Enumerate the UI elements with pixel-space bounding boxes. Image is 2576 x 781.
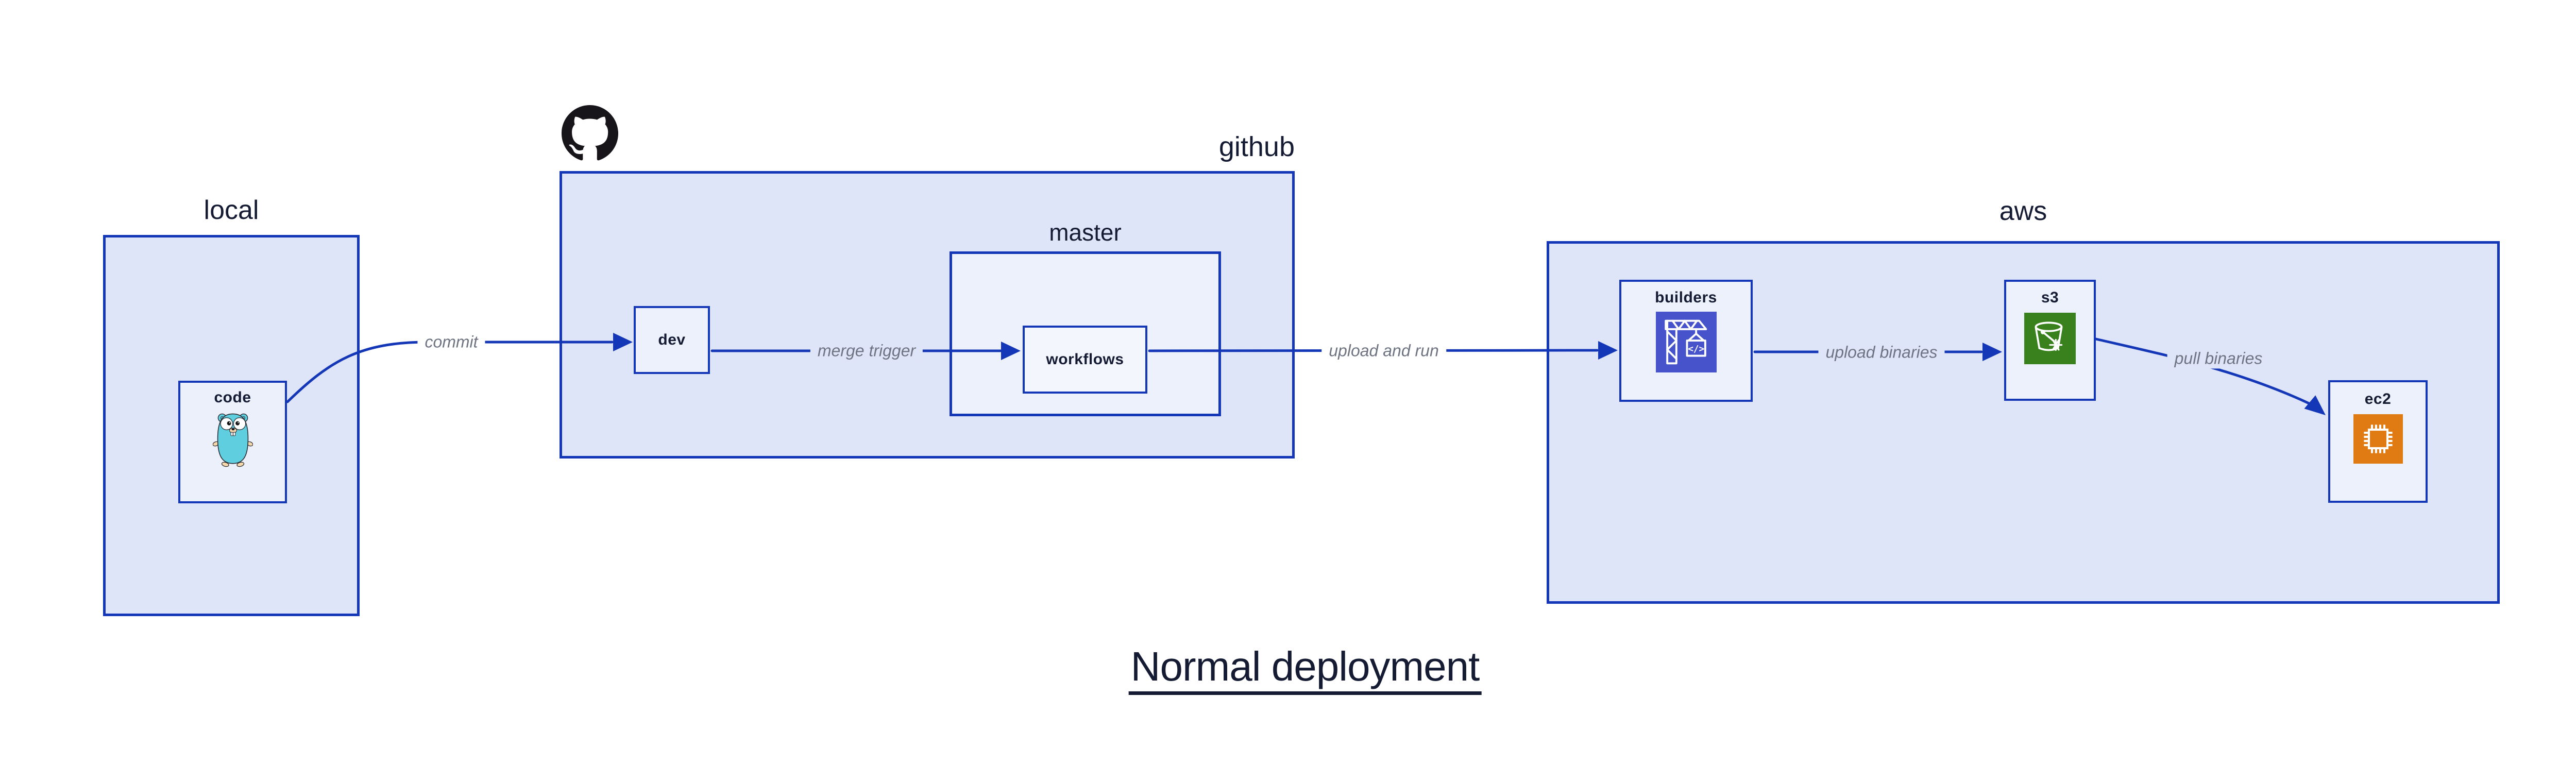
workflows-node[interactable]: workflows — [1023, 326, 1147, 394]
ec2-node[interactable]: ec2 — [2328, 380, 2428, 503]
workflows-node-label: workflows — [1046, 351, 1124, 368]
aws-s3-bucket-icon — [2024, 313, 2076, 364]
aws-codebuild-icon: </> — [1655, 312, 1717, 372]
s3-node-label: s3 — [2041, 289, 2059, 306]
pull-binaries-edge-label: pull binaries — [2167, 348, 2270, 369]
builders-node-label: builders — [1655, 289, 1717, 306]
diagram-title: Normal deployment — [1128, 643, 1482, 695]
commit-edge-label: commit — [417, 332, 485, 352]
dev-node-label: dev — [658, 331, 686, 348]
upload-binaries-edge-label: upload binaries — [1818, 342, 1945, 363]
upload-and-run-edge-label: upload and run — [1321, 341, 1446, 361]
aws-ec2-chip-icon — [2353, 414, 2403, 464]
ec2-node-label: ec2 — [2364, 390, 2392, 408]
s3-node[interactable]: s3 — [2004, 280, 2096, 401]
github-logo-icon — [562, 105, 618, 161]
code-node-label: code — [214, 389, 251, 406]
go-gopher-icon — [212, 413, 253, 467]
codebuild-code-glyph: </> — [1688, 344, 1704, 354]
local-container-label: local — [204, 195, 259, 225]
master-container-label: master — [1049, 219, 1122, 246]
dev-branch-node[interactable]: dev — [634, 306, 710, 374]
github-container-label: github — [1218, 131, 1295, 162]
aws-container-label: aws — [1999, 196, 2047, 226]
merge-trigger-edge-label: merge trigger — [810, 341, 923, 361]
builders-node[interactable]: builders </> — [1619, 280, 1753, 402]
code-node[interactable]: code — [178, 381, 287, 503]
diagram-title-wrap: Normal deployment — [1128, 643, 1482, 695]
